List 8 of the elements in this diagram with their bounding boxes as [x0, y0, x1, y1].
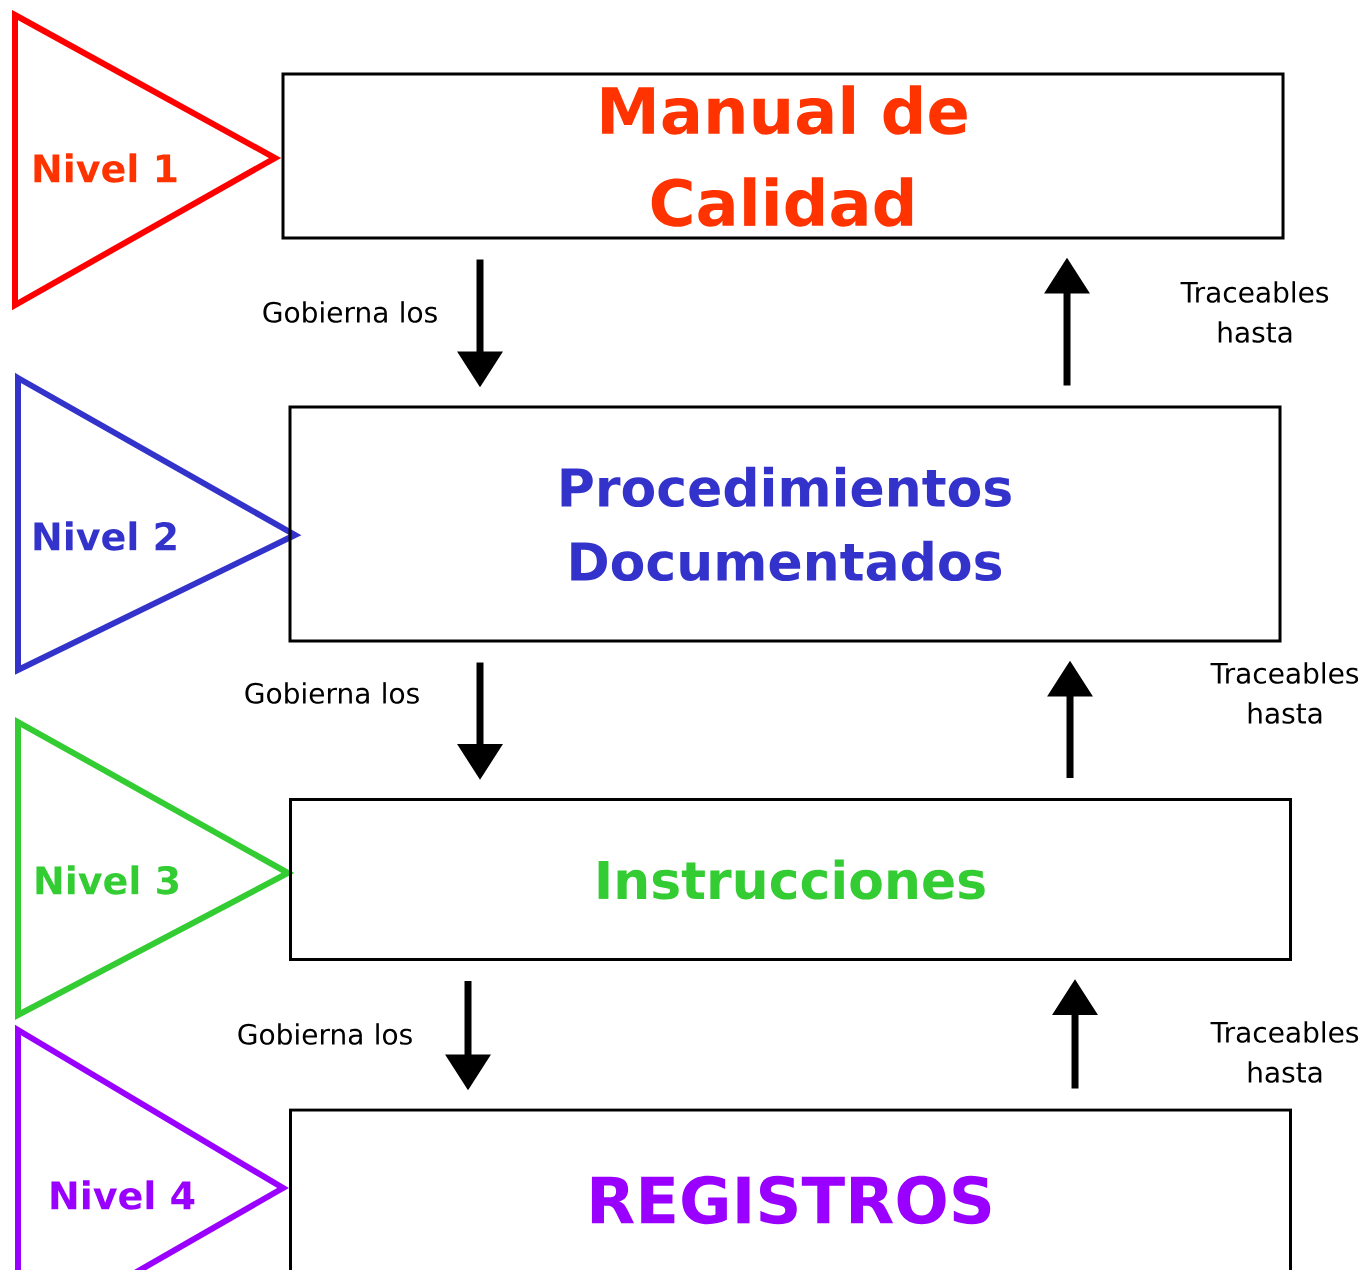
level-box: Procedimientos Documentados	[288, 405, 1282, 643]
level-box: Instrucciones	[289, 798, 1292, 961]
edge-label: Traceables hasta	[1180, 281, 1329, 343]
level-box: Manual de Calidad	[281, 72, 1285, 240]
edge-label: Gobierna los	[245, 682, 419, 704]
edge-label: Traceables hasta	[1210, 1021, 1359, 1083]
edge-label: Traceables hasta	[1210, 662, 1359, 724]
level-box: REGISTROS	[289, 1108, 1292, 1270]
